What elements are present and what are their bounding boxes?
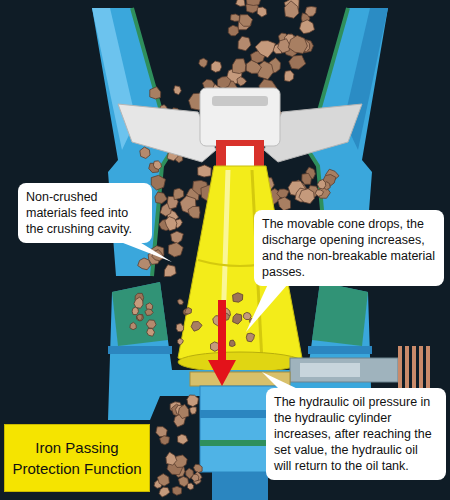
rock bbox=[188, 206, 200, 218]
rock bbox=[246, 333, 254, 342]
callout-box: Non-crushed materials feed into the crus… bbox=[18, 183, 152, 243]
title-banner: Iron Passing Protection Function bbox=[4, 424, 150, 492]
rock bbox=[136, 315, 143, 321]
rock bbox=[211, 61, 221, 72]
rock bbox=[277, 189, 289, 199]
rock bbox=[171, 231, 184, 243]
rock bbox=[138, 258, 151, 270]
rock bbox=[194, 464, 203, 472]
rock bbox=[176, 323, 183, 332]
rock bbox=[173, 188, 183, 199]
rock bbox=[217, 77, 231, 89]
rock bbox=[278, 39, 290, 53]
rock bbox=[229, 340, 235, 346]
rock bbox=[237, 77, 247, 86]
rock bbox=[134, 297, 143, 308]
callout-pointer bbox=[118, 241, 172, 262]
rock bbox=[236, 0, 245, 6]
rock bbox=[172, 486, 181, 495]
rock bbox=[198, 165, 211, 177]
rock bbox=[177, 434, 188, 444]
rock bbox=[157, 474, 169, 486]
rock bbox=[230, 14, 239, 21]
rock bbox=[278, 197, 291, 211]
rock bbox=[317, 180, 325, 190]
rock bbox=[140, 147, 150, 158]
rock bbox=[238, 36, 251, 50]
rock bbox=[243, 312, 251, 319]
rock bbox=[288, 35, 307, 53]
rock bbox=[137, 314, 142, 320]
rock bbox=[302, 173, 312, 184]
rock bbox=[300, 20, 315, 34]
rock bbox=[150, 87, 161, 99]
rock bbox=[147, 329, 155, 337]
rock bbox=[246, 0, 261, 5]
rock bbox=[130, 322, 136, 329]
rock bbox=[156, 427, 167, 437]
rock bbox=[315, 190, 323, 197]
drop-arrow bbox=[208, 300, 236, 386]
rock bbox=[166, 452, 177, 465]
rock bbox=[257, 7, 267, 17]
callout-box: The movable cone drops, the discharge op… bbox=[254, 210, 444, 286]
callout-text: The movable cone drops, the discharge op… bbox=[262, 216, 436, 280]
rock bbox=[246, 60, 261, 73]
callout-box: The hydraulic oil pressure in the hydrau… bbox=[266, 388, 446, 480]
rock bbox=[146, 320, 156, 328]
rock bbox=[151, 175, 165, 190]
rock bbox=[159, 487, 170, 497]
rock bbox=[168, 242, 183, 256]
rock bbox=[153, 161, 161, 170]
rock bbox=[191, 321, 202, 331]
hydraulic-cylinder bbox=[290, 346, 430, 390]
rock bbox=[178, 404, 189, 418]
spider-cap bbox=[118, 88, 362, 168]
rock bbox=[178, 299, 184, 305]
rock bbox=[299, 189, 314, 204]
rock bbox=[191, 474, 199, 481]
rock bbox=[155, 192, 167, 203]
rock bbox=[255, 41, 275, 58]
rock bbox=[228, 25, 238, 35]
rock bbox=[289, 55, 306, 69]
callout-pointer bbox=[246, 284, 288, 332]
rock bbox=[185, 307, 192, 314]
rock bbox=[165, 217, 177, 231]
rock bbox=[284, 71, 294, 82]
rock bbox=[164, 265, 176, 277]
rock bbox=[174, 86, 182, 95]
rock bbox=[178, 338, 184, 345]
rock bbox=[232, 59, 245, 74]
rock bbox=[160, 436, 170, 445]
rock bbox=[187, 395, 198, 407]
rock bbox=[199, 58, 208, 67]
rock bbox=[190, 407, 197, 414]
rock bbox=[145, 309, 153, 316]
callout-text: Non-crushed materials feed into the crus… bbox=[26, 189, 144, 237]
rock bbox=[233, 293, 243, 302]
callout-text: The hydraulic oil pressure in the hydrau… bbox=[274, 394, 438, 474]
rock bbox=[239, 15, 252, 27]
rock bbox=[233, 314, 242, 324]
callout-text: Iron Passing Protection Function bbox=[11, 437, 143, 479]
rock bbox=[284, 1, 299, 18]
rock bbox=[187, 483, 193, 490]
